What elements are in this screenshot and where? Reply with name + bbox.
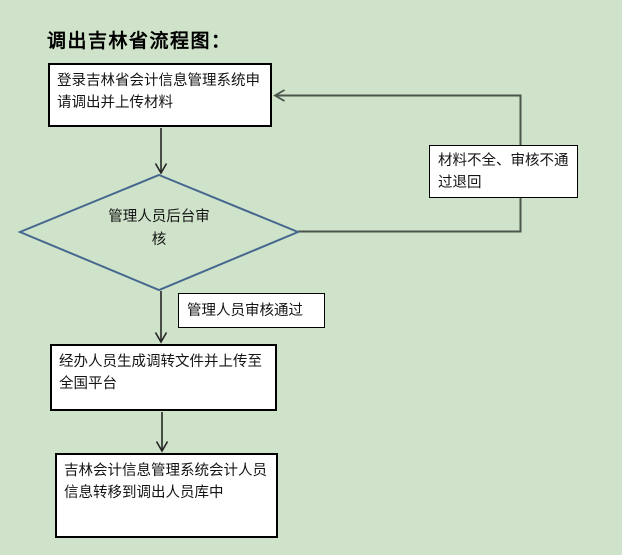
edge-decision-reject-arrowhead-icon xyxy=(273,89,285,102)
node-reject-label: 材料不全、审核不通过退回 xyxy=(438,153,569,191)
edge-start-decision-arrowhead-icon xyxy=(154,163,168,175)
node-approve-note: 管理人员审核通过 xyxy=(178,293,325,328)
node-approve-label: 管理人员审核通过 xyxy=(187,302,303,319)
node-transfer-box: 吉林会计信息管理系统会计人员信息转移到调出人员库中 xyxy=(55,453,278,538)
page-title: 调出吉林省流程图： xyxy=(47,31,232,52)
node-generate-box: 经办人员生成调转文件并上传至全国平台 xyxy=(50,344,277,411)
decision-diamond-shape xyxy=(17,173,301,292)
node-decision-label: 管理人员后台审核 xyxy=(108,209,210,248)
edge-decision-generate-arrowhead-icon xyxy=(154,332,168,344)
node-transfer-label: 吉林会计信息管理系统会计人员信息转移到调出人员库中 xyxy=(64,463,267,501)
node-reject-note: 材料不全、审核不通过退回 xyxy=(429,145,578,198)
node-generate-label: 经办人员生成调转文件并上传至全国平台 xyxy=(59,354,262,392)
edge-generate-transfer-arrowhead-icon xyxy=(155,441,169,453)
node-start-label: 登录吉林省会计信息管理系统申请调出并上传材料 xyxy=(57,73,260,111)
node-start-box: 登录吉林省会计信息管理系统申请调出并上传材料 xyxy=(48,63,272,127)
